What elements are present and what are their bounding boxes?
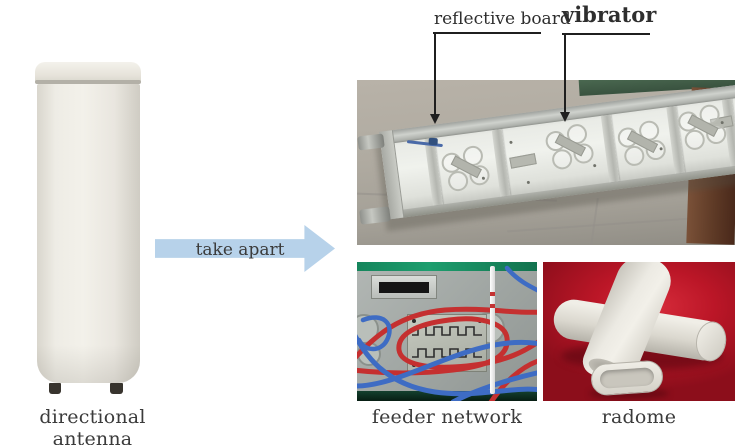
callout-reflective-board: reflective board: [434, 9, 571, 29]
callout-underline-vibrator: [562, 33, 650, 35]
caption-feeder-network: feeder network: [371, 406, 523, 428]
vibrator-cluster: [616, 119, 669, 169]
pavement-seam: [589, 198, 599, 245]
panel-bracket: [509, 153, 537, 169]
feeder-cables: [357, 265, 537, 401]
antenna-cap-ridge: [35, 80, 141, 84]
down-arrow-icon: [560, 112, 570, 122]
vibrator-cluster: [440, 144, 493, 194]
vibrator-cluster: [544, 122, 597, 172]
panel-divider: [491, 128, 511, 197]
antenna-body-shading: [37, 345, 140, 383]
vibrator-ring: [623, 144, 646, 168]
vibrator-ring: [446, 169, 470, 193]
feeder-pcb-block: [407, 314, 487, 372]
radome-tray-recess: [599, 367, 655, 389]
vibrator-cluster: [677, 103, 730, 153]
screw-dot: [509, 140, 513, 145]
take-apart-label: take apart: [195, 240, 285, 260]
cable-tie-mark: [490, 292, 495, 296]
down-arrow-icon: [430, 114, 440, 124]
callout-leader-vibrator: [564, 33, 566, 114]
antenna-top-cap: [35, 62, 141, 84]
caption-radome: radome: [601, 406, 677, 428]
radome-photo: [543, 262, 735, 401]
antenna-body: [37, 84, 140, 383]
directional-antenna-photo: [30, 55, 148, 400]
feeder-network-photo: [357, 262, 537, 401]
radome-end-cap: [693, 319, 730, 364]
screw-dot: [593, 163, 597, 168]
cable-tie: [490, 266, 495, 394]
panel-divider: [424, 137, 443, 206]
screw-dot: [526, 180, 531, 185]
vibrator-ring: [683, 128, 706, 152]
callout-underline-reflective-board: [433, 32, 541, 34]
antenna-foot: [49, 383, 61, 394]
cable-tie-mark: [490, 304, 495, 308]
disassembled-antenna-photo: [357, 80, 735, 245]
radome-end-tray: [589, 359, 665, 397]
callout-vibrator: vibrator: [562, 2, 657, 27]
feeder-slot: [379, 282, 429, 293]
feeder-green-strip: [357, 262, 537, 271]
feeder-slot-frame: [371, 275, 437, 299]
vibrator-ring: [550, 148, 574, 171]
callout-leader-reflective-board: [434, 32, 436, 116]
caption-directional-antenna: directional antenna: [39, 406, 146, 445]
blue-wire-clip: [428, 137, 438, 146]
feeder-dark-strip: [357, 391, 537, 401]
antenna-foot: [110, 383, 123, 394]
